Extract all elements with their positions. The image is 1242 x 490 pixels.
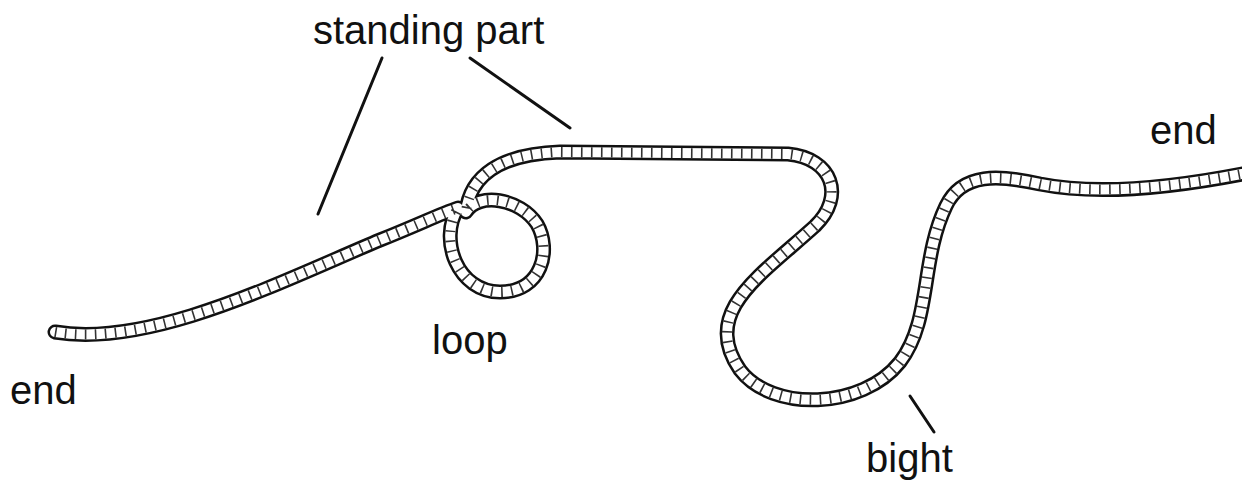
- part-name: end: [1150, 108, 1217, 152]
- part-name: standing part: [313, 8, 544, 52]
- part-name: bight: [866, 436, 953, 480]
- part-name: end: [10, 368, 77, 412]
- rope-body: [55, 152, 1242, 400]
- leader-line: [470, 58, 570, 128]
- leader-line: [910, 396, 934, 432]
- rope: [55, 152, 1242, 400]
- leader-line: [318, 58, 382, 214]
- leader-lines: [318, 58, 934, 432]
- rope-outline: [55, 152, 1242, 400]
- rope-twist: [55, 152, 1242, 400]
- part-name: loop: [432, 318, 508, 362]
